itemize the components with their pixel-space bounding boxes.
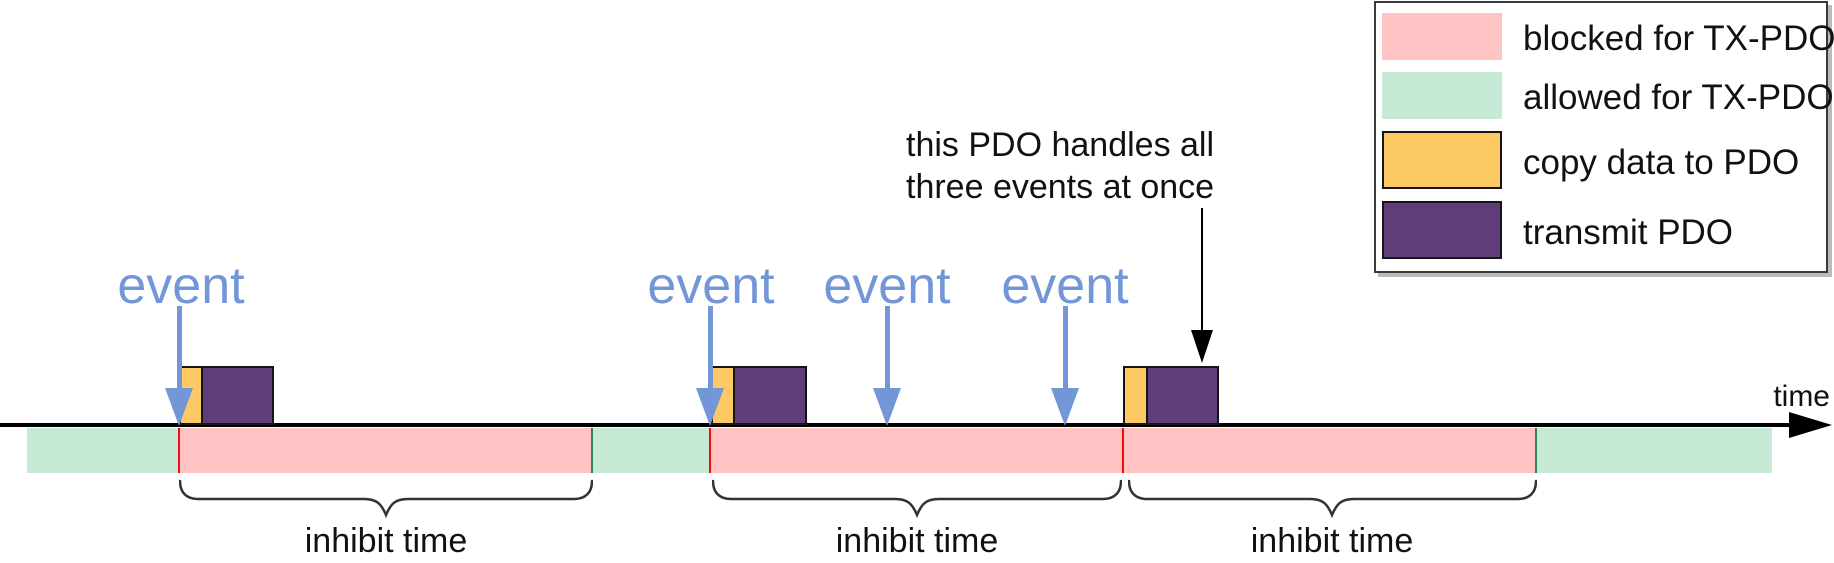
transmit-pdo-bar-1 <box>201 366 274 425</box>
legend-swatch-transmit <box>1382 201 1502 259</box>
inhibit-time-label-1: inhibit time <box>304 522 468 560</box>
allowed-band-1 <box>27 428 179 473</box>
legend-swatch-copy-data <box>1382 131 1502 189</box>
legend-label-blocked: blocked for TX-PDO <box>1523 19 1834 58</box>
event-arrow-3 <box>885 306 890 392</box>
annotation-arrow <box>1201 208 1203 332</box>
inhibit-time-label-3: inhibit time <box>1250 522 1414 560</box>
inhibit-end-marker-1 <box>591 428 593 473</box>
event-label-1: event <box>117 257 245 315</box>
allowed-band-3 <box>1536 428 1772 473</box>
annotation-line-2: three events at once <box>906 168 1215 206</box>
annotation-line-1: this PDO handles all <box>906 126 1215 164</box>
event-label-2: event <box>647 257 775 315</box>
inhibit-brace-1 <box>179 479 593 518</box>
time-axis-arrowhead-icon <box>1789 412 1832 438</box>
legend-label-copy-data: copy data to PDO <box>1523 143 1800 182</box>
event-arrowhead-icon-3 <box>873 388 901 426</box>
event-arrow-4 <box>1063 306 1068 392</box>
event-arrowhead-icon-4 <box>1051 388 1079 426</box>
event-label-4: event <box>1001 257 1129 315</box>
inhibit-time-label-2: inhibit time <box>835 522 999 560</box>
time-axis-label: time <box>1773 380 1830 413</box>
legend-swatch-allowed <box>1382 72 1502 119</box>
inhibit-start-marker-1 <box>178 428 180 473</box>
legend: blocked for TX-PDO allowed for TX-PDO co… <box>1374 1 1834 273</box>
annotation-arrowhead-icon <box>1191 330 1213 363</box>
legend-label-allowed: allowed for TX-PDO <box>1523 78 1834 117</box>
blocked-band-1 <box>179 428 592 473</box>
inhibit-brace-2 <box>712 479 1122 518</box>
event-label-3: event <box>823 257 951 315</box>
legend-label-transmit: transmit PDO <box>1523 213 1734 252</box>
event-arrow-1 <box>177 306 182 392</box>
copy-data-bar-3 <box>1123 366 1148 425</box>
inhibit-brace-3 <box>1128 479 1537 518</box>
legend-swatch-blocked <box>1382 13 1502 60</box>
inhibit-end-marker-2 <box>1535 428 1537 473</box>
transmit-pdo-bar-2 <box>733 366 807 425</box>
inhibit-start-marker-2 <box>709 428 711 473</box>
transmit-pdo-bar-3 <box>1146 366 1219 425</box>
inhibit-start-marker-3 <box>1122 428 1124 473</box>
allowed-band-2 <box>592 428 710 473</box>
annotation-text: this PDO handles all three events at onc… <box>906 124 1214 208</box>
event-arrowhead-icon-2 <box>696 388 724 426</box>
event-arrow-2 <box>708 306 713 392</box>
event-arrowhead-icon-1 <box>165 388 193 426</box>
